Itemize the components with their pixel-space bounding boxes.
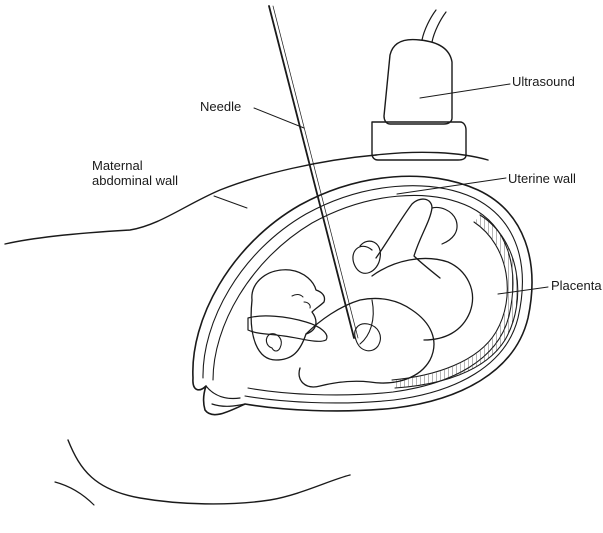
uterine-wall-outer — [193, 176, 532, 414]
ultrasound-probe — [384, 40, 452, 124]
leader-ultrasound — [420, 84, 510, 98]
fetus-ear — [266, 334, 281, 351]
maternal-abdomen-outline — [5, 155, 376, 244]
fetus-hand — [355, 324, 381, 351]
label-ultrasound: Ultrasound — [512, 74, 575, 89]
label-needle: Needle — [200, 99, 241, 114]
fetus-head — [251, 270, 324, 360]
label-uterine-wall: Uterine wall — [508, 171, 576, 186]
label-placenta: Placenta — [551, 278, 602, 293]
label-maternal-line2: abdominal wall — [92, 173, 178, 188]
label-maternal-line1: Maternal — [92, 158, 178, 173]
label-maternal-abdominal-wall: Maternal abdominal wall — [92, 158, 178, 188]
placenta-hatching — [385, 210, 535, 395]
leader-maternal — [214, 196, 247, 208]
fetus-leg-upper — [376, 199, 440, 278]
needle — [269, 6, 354, 338]
maternal-lower-body-outline — [68, 440, 350, 504]
fetus-body — [299, 298, 434, 386]
leader-placenta — [498, 287, 548, 294]
